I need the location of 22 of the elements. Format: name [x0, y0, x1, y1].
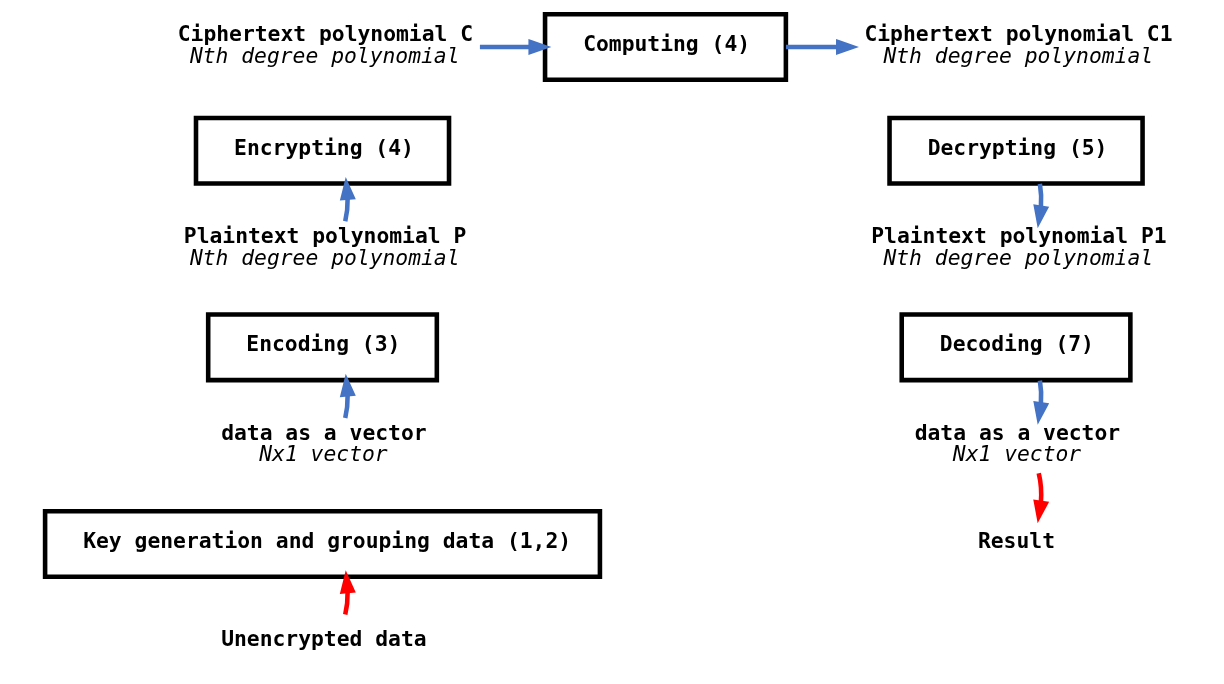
node-text: data as a vector Nx1 vector: [914, 419, 1120, 467]
node-text: Ciphertext polynomial C Nth degree polynomial: [177, 21, 473, 68]
arrow: [1032, 472, 1049, 524]
node-box: Decoding (7): [898, 312, 1133, 383]
arrow: [339, 177, 356, 222]
arrow: [339, 373, 356, 419]
arrow: [479, 39, 551, 56]
node-text: Ciphertext polynomial C1 Nth degree polynomial: [863, 21, 1173, 68]
node-box: Encrypting (4): [193, 115, 451, 186]
node-text: Plaintext polynomial P1 Nth degree polynomial: [870, 223, 1167, 270]
arrow: [339, 570, 356, 616]
node-text: data as a vector Nx1 vector: [220, 419, 427, 467]
node-text: Unencrypted data: [220, 626, 427, 652]
node-box: Key generation and grouping data (1,2): [42, 508, 602, 579]
arrow: [1032, 183, 1049, 229]
node-box: Encoding (3): [205, 312, 439, 383]
node-text: Plaintext polynomial P Nth degree polynomial: [183, 223, 466, 270]
node-box: Decrypting (5): [886, 115, 1145, 186]
arrow: [785, 39, 859, 56]
node-text: Result: [977, 528, 1055, 554]
node-box: Computing (4): [542, 12, 788, 83]
arrow: [1032, 380, 1049, 425]
